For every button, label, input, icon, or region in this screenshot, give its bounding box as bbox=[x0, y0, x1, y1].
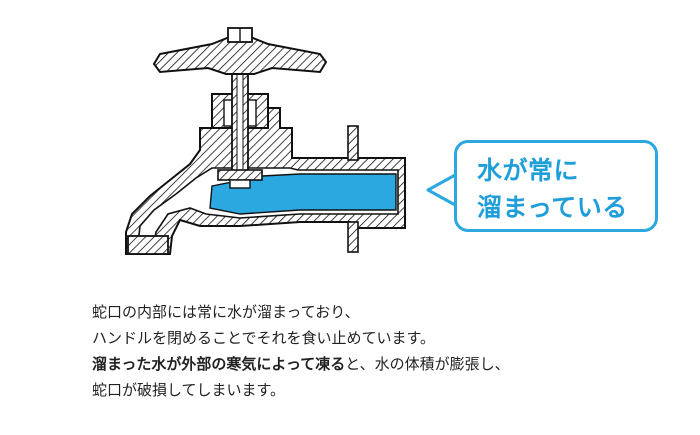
caption-line-4: 蛇口が破損してしまいます。 bbox=[92, 381, 286, 399]
caption-line-1: 蛇口の内部には常に水が溜まっており、 bbox=[92, 303, 360, 321]
callout-text-line-1: 水が常に bbox=[477, 156, 580, 185]
caption-line-3-rest: と、水の体積が膨張し、 bbox=[345, 355, 510, 373]
caption-line-3: 溜まった水が外部の寒気によって凍ると、水の体積が膨張し、 bbox=[92, 351, 672, 377]
explanation-text: 蛇口の内部には常に水が溜まっており、 ハンドルを閉めることでそれを食い止めていま… bbox=[92, 299, 672, 403]
callout-text-line-2: 溜まっている bbox=[477, 193, 628, 222]
caption-line-2: ハンドルを閉めることでそれを食い止めています。 bbox=[92, 329, 436, 347]
water-fill bbox=[209, 173, 397, 215]
caption-emphasis: 溜まった水が外部の寒気によって凍る bbox=[92, 355, 346, 373]
outlet-flange-bottom bbox=[347, 221, 359, 253]
valve-washer bbox=[229, 179, 251, 189]
outlet-flange-top bbox=[347, 125, 359, 161]
callout-box: 水が常に 溜まっている bbox=[454, 140, 658, 232]
valve-disc bbox=[217, 169, 263, 181]
spout-tip bbox=[127, 235, 169, 255]
faucet-cross-section-diagram bbox=[125, 27, 406, 255]
